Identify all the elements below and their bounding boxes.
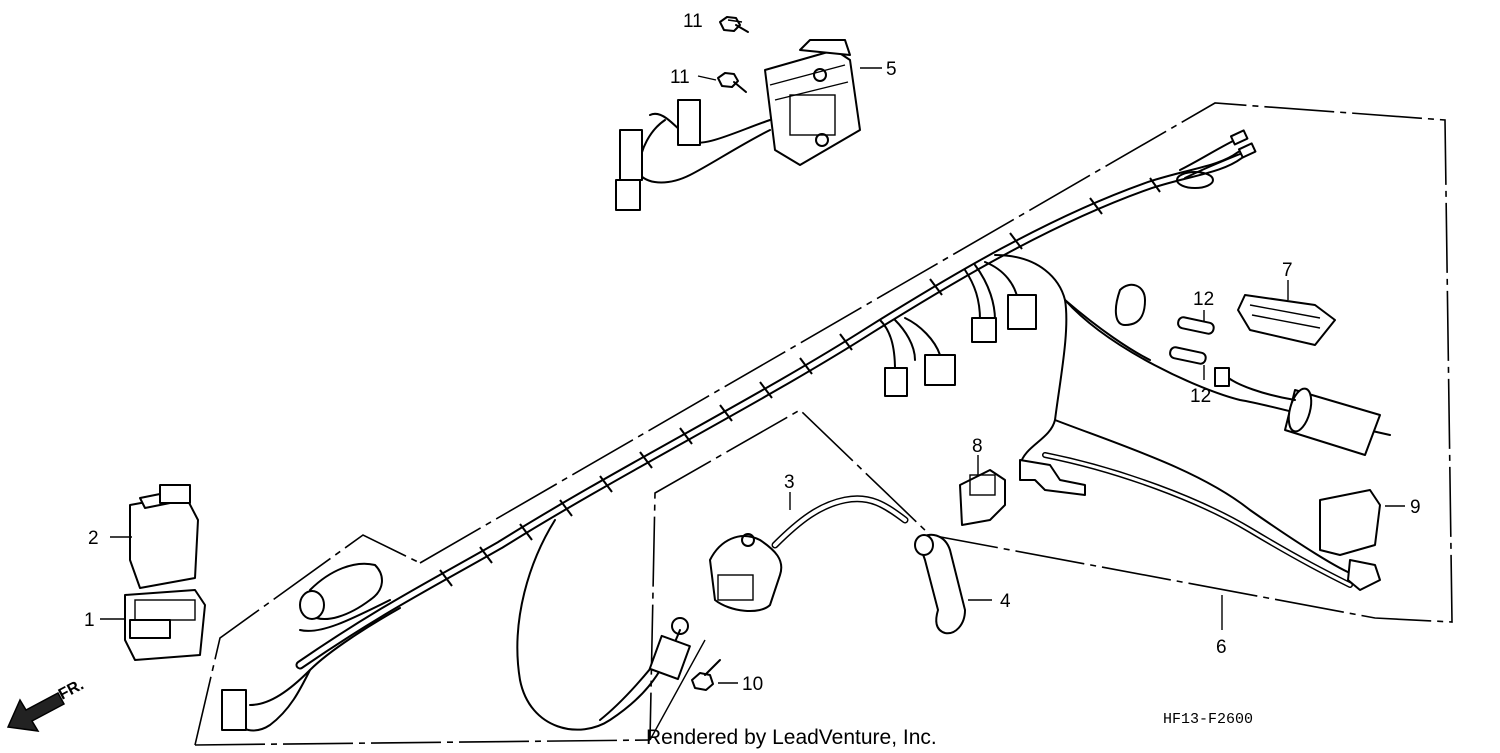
callout-6: 6: [1216, 637, 1227, 658]
callout-2: 2: [88, 528, 99, 549]
callout-12-top: 12: [1193, 289, 1214, 310]
callout-9: 9: [1410, 497, 1421, 518]
bolt-10: [691, 659, 721, 691]
callout-8: 8: [972, 436, 983, 457]
left-harness-end: [221, 519, 691, 732]
callout-10: 10: [742, 674, 763, 695]
callout-7: 7: [1282, 260, 1293, 281]
fuses: [1169, 316, 1215, 365]
callout-labels: 11 11 5 2 1 3 4 6 7 8 9 10 12 12: [84, 11, 1421, 695]
spark-plug-cap: [914, 533, 966, 635]
fuse-box: [1237, 294, 1336, 346]
leader-lines: [100, 19, 1405, 684]
callout-11-lower: 11: [670, 67, 690, 88]
front-arrow-icon: [6, 691, 66, 732]
render-credit: Rendered by LeadVenture, Inc.: [646, 726, 937, 749]
ignition-coil: [709, 495, 909, 612]
bolt-11: [717, 16, 749, 93]
regulator-rectifier: [615, 39, 861, 211]
callout-12-lower: 12: [1190, 386, 1211, 407]
callout-3: 3: [784, 472, 795, 493]
main-harness: [295, 129, 1257, 670]
starter-relay: [129, 484, 199, 589]
connector-cover-8: [959, 469, 1006, 526]
connector-cover-9: [1319, 489, 1381, 556]
callout-1: 1: [84, 610, 95, 631]
callout-11-top: 11: [683, 11, 703, 32]
callout-4: 4: [1000, 591, 1011, 612]
diagram-code: HF13-F2600: [1163, 711, 1253, 728]
front-direction-indicator: FR.: [6, 676, 87, 732]
group-outline-lines: [194, 102, 1453, 746]
branch-connectors: [879, 254, 1391, 591]
callout-5: 5: [886, 59, 897, 80]
relay-rubber-mount: [124, 589, 206, 661]
